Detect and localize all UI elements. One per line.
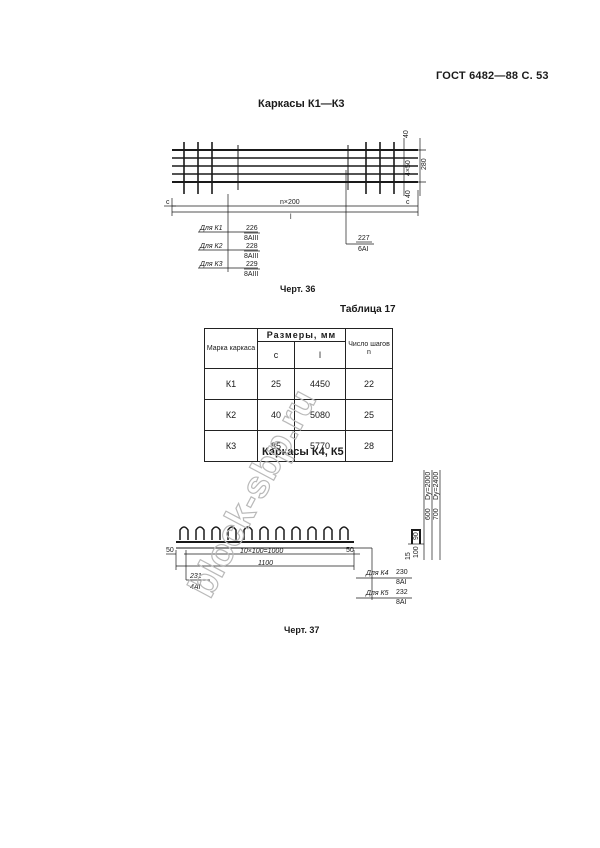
dim-spacing: n×200: [280, 199, 300, 206]
callout-pos: 228: [246, 243, 258, 250]
dim-top: 40: [403, 130, 410, 138]
callout-pos: 229: [246, 261, 258, 268]
cell-n: 28: [345, 430, 393, 462]
callout-pos: 226: [246, 225, 258, 232]
callout-spec: 8АIII: [244, 235, 258, 242]
header-l: l: [294, 341, 346, 369]
dim-left: 50: [166, 547, 174, 554]
dimensions-table: Марка каркаса Размеры, мм Число шагов n …: [204, 328, 393, 462]
dim-mid: 4×50: [405, 160, 412, 176]
dim-spacing: 10×100=1000: [240, 548, 283, 555]
table-row: К3 85 5770 28: [204, 430, 393, 462]
callout-label: Для К2: [199, 243, 223, 250]
callout-spec: 6АI: [358, 246, 369, 253]
dim-bottom: 40: [405, 190, 412, 198]
callout-pos: 230: [396, 569, 408, 576]
dim-right: 50: [346, 547, 354, 554]
callout-label: Для К5: [365, 590, 389, 597]
callout-label: Для К1: [199, 225, 223, 232]
section-title-k1-k3: Каркасы К1—К3: [258, 98, 345, 110]
callout-spec: 8АIII: [244, 271, 258, 278]
dim-side-g: Dу=2400: [433, 472, 440, 500]
dim-length: 1100: [258, 560, 273, 567]
dim-c-left: c: [166, 199, 170, 206]
dim-overall: 280: [421, 158, 428, 170]
callout-label: Для К3: [199, 261, 223, 268]
cell-n: 22: [345, 368, 393, 400]
callout-pos: 231: [189, 573, 202, 580]
dim-c-right: c: [406, 199, 410, 206]
callout-spec: 8АI: [396, 579, 407, 586]
dim-side-c: 15: [405, 552, 412, 560]
callout-pos: 232: [396, 589, 408, 596]
callout-spec: 8АIII: [244, 253, 258, 260]
cell-mark: К3: [204, 430, 258, 462]
dim-side-b: 100: [413, 546, 420, 558]
callout-label: Для К4: [365, 570, 389, 577]
document-reference: ГОСТ 6482—88 С. 53: [436, 70, 549, 82]
dim-side-d: 600: [425, 508, 432, 520]
dim-side-e: 700: [433, 508, 440, 520]
figure-37-caption: Черт. 37: [284, 625, 320, 635]
dim-side-f: Dу=2000: [425, 472, 432, 500]
dim-length: l: [290, 214, 292, 221]
callout-pos: 227: [358, 235, 370, 242]
section-title-k4-k5: Каркасы К4, К5: [262, 446, 344, 458]
callout-spec: 8АI: [396, 599, 407, 606]
dim-side-a: 90: [413, 532, 420, 540]
figure-36-caption: Черт. 36: [280, 284, 316, 294]
header-mark: Марка каркаса: [204, 328, 258, 369]
callout-spec: 4АI: [190, 584, 201, 591]
table-title: Таблица 17: [340, 304, 396, 315]
cell-c: 85: [257, 430, 295, 462]
header-steps: Число шагов n: [345, 328, 393, 369]
